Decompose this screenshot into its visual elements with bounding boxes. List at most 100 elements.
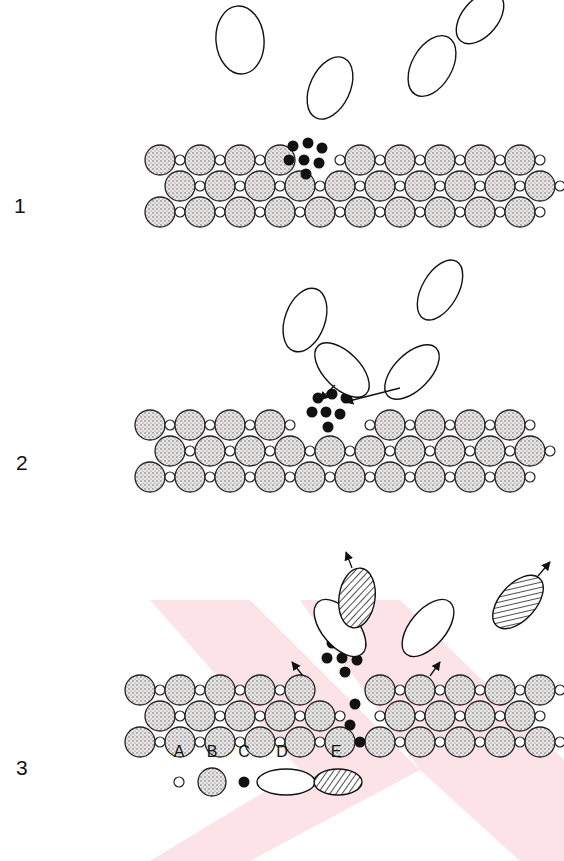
large-particle bbox=[425, 145, 455, 175]
large-particle bbox=[305, 701, 335, 731]
small-particle bbox=[315, 737, 325, 747]
small-particle bbox=[175, 155, 185, 165]
small-particle bbox=[225, 446, 235, 456]
black-dot bbox=[335, 409, 346, 420]
large-particle bbox=[215, 410, 245, 440]
small-particle bbox=[375, 207, 385, 217]
motion-arrow bbox=[430, 662, 440, 676]
large-particle bbox=[235, 436, 265, 466]
large-particle bbox=[175, 410, 205, 440]
open-ellipse bbox=[398, 27, 466, 104]
small-particle bbox=[155, 737, 165, 747]
small-particle bbox=[205, 472, 215, 482]
small-particle bbox=[555, 737, 564, 747]
black-dot bbox=[301, 169, 312, 180]
large-particle bbox=[165, 171, 195, 201]
small-particle bbox=[195, 737, 205, 747]
small-particle bbox=[375, 155, 385, 165]
small-particle bbox=[175, 711, 185, 721]
large-particle bbox=[355, 436, 385, 466]
large-particle bbox=[225, 145, 255, 175]
large-particle bbox=[425, 197, 455, 227]
legend-letter: C bbox=[238, 744, 250, 760]
black-dot bbox=[288, 141, 299, 152]
black-dot bbox=[355, 737, 366, 748]
large-particle bbox=[495, 410, 525, 440]
large-particle bbox=[145, 197, 175, 227]
small-particle bbox=[335, 155, 345, 165]
large-particle bbox=[125, 675, 155, 705]
small-particle bbox=[195, 181, 205, 191]
large-particle bbox=[135, 410, 165, 440]
small-particle bbox=[375, 711, 385, 721]
large-particle bbox=[365, 171, 395, 201]
small-particle bbox=[335, 207, 345, 217]
small-particle bbox=[535, 155, 545, 165]
small-particle bbox=[455, 207, 465, 217]
large-particle bbox=[505, 197, 535, 227]
lattice bbox=[125, 145, 564, 796]
black-dot bbox=[299, 155, 310, 166]
large-particle bbox=[185, 701, 215, 731]
large-particle bbox=[385, 197, 415, 227]
small-particle bbox=[445, 420, 455, 430]
large-particle bbox=[405, 727, 435, 757]
large-particle bbox=[375, 410, 405, 440]
panel-number: 3 bbox=[16, 757, 28, 778]
small-particle bbox=[255, 207, 265, 217]
black-dot bbox=[350, 699, 361, 710]
large-particle bbox=[375, 462, 405, 492]
legend-letter: B bbox=[207, 744, 218, 760]
large-particle bbox=[255, 410, 285, 440]
small-particle bbox=[365, 472, 375, 482]
small-particle bbox=[215, 207, 225, 217]
large-particle bbox=[245, 675, 275, 705]
small-particle bbox=[285, 472, 295, 482]
large-particle bbox=[485, 727, 515, 757]
large-particle bbox=[145, 145, 175, 175]
large-particle bbox=[315, 436, 345, 466]
large-particle bbox=[455, 462, 485, 492]
small-particle bbox=[475, 737, 485, 747]
small-particle bbox=[385, 446, 395, 456]
small-particle bbox=[215, 711, 225, 721]
small-particle bbox=[275, 685, 285, 695]
small-particle bbox=[275, 181, 285, 191]
panel-number: 2 bbox=[16, 452, 28, 473]
large-particle bbox=[485, 171, 515, 201]
small-particle bbox=[365, 420, 375, 430]
small-particle bbox=[335, 711, 345, 721]
black-dot bbox=[327, 389, 338, 400]
small-particle bbox=[435, 181, 445, 191]
large-particle bbox=[405, 675, 435, 705]
small-particle bbox=[155, 685, 165, 695]
large-particle bbox=[445, 727, 475, 757]
motion-arrow bbox=[345, 388, 400, 402]
small-particle bbox=[395, 181, 405, 191]
large-particle bbox=[515, 436, 545, 466]
large-particle bbox=[455, 410, 485, 440]
small-particle bbox=[405, 472, 415, 482]
black-dot bbox=[321, 407, 332, 418]
large-particle bbox=[475, 436, 505, 466]
small-particle bbox=[545, 446, 555, 456]
small-particle bbox=[515, 181, 525, 191]
large-particle bbox=[385, 701, 415, 731]
legend-letter: E bbox=[331, 744, 342, 760]
large-particle bbox=[135, 462, 165, 492]
motion-arrow bbox=[538, 562, 550, 576]
small-particle bbox=[185, 446, 195, 456]
small-particle bbox=[165, 472, 175, 482]
large-particle bbox=[245, 171, 275, 201]
large-particle bbox=[435, 436, 465, 466]
open-ellipse bbox=[408, 252, 472, 327]
large-particle bbox=[325, 171, 355, 201]
large-particle bbox=[525, 171, 555, 201]
small-particle bbox=[525, 420, 535, 430]
small-particle bbox=[195, 685, 205, 695]
large-particle bbox=[225, 197, 255, 227]
large-particle bbox=[125, 727, 155, 757]
legend-sample bbox=[174, 777, 184, 787]
large-particle bbox=[155, 436, 185, 466]
